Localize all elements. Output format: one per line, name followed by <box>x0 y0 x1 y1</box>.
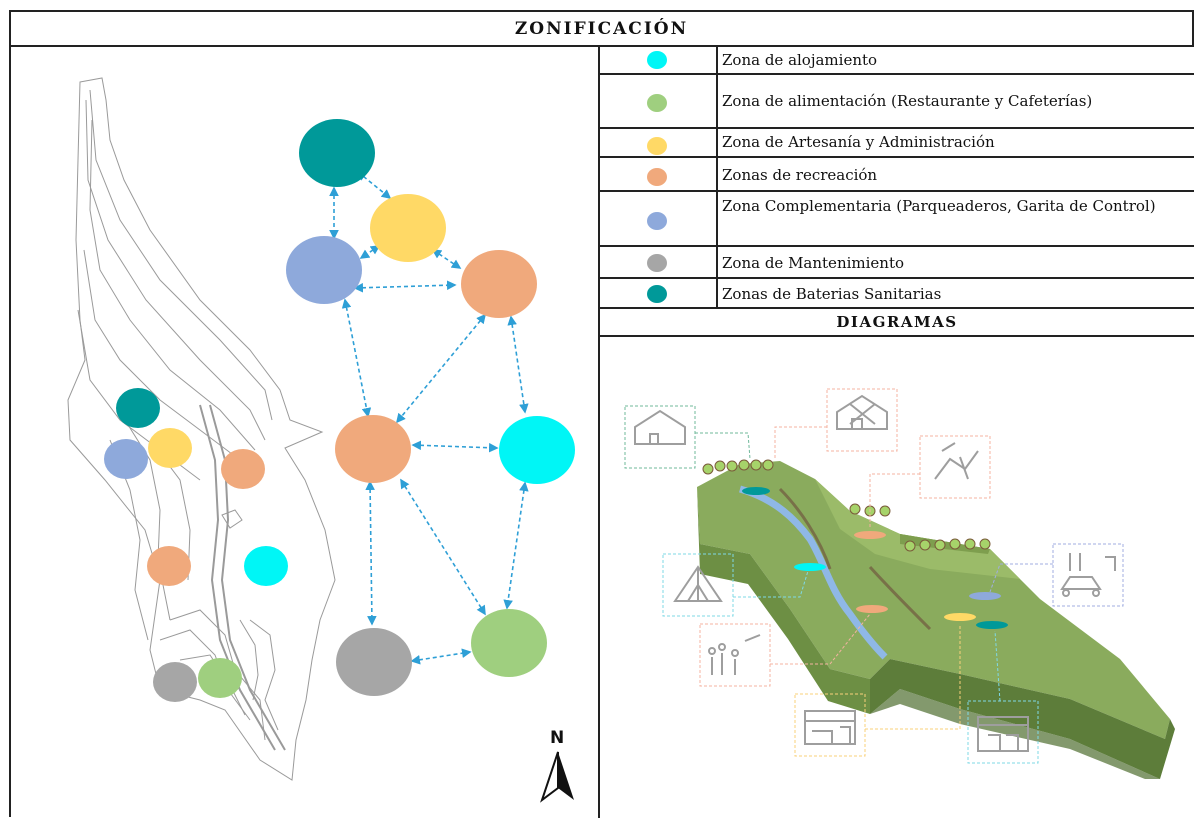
swatch-mantenimiento <box>647 254 667 272</box>
site-plan <box>67 77 336 781</box>
plan-zone-baterias <box>116 388 160 428</box>
link-recreacion-alojamiento <box>507 315 529 414</box>
link-complementaria-recreacion-center <box>341 298 372 418</box>
panel-divider <box>598 46 600 818</box>
icon-box-artesania <box>624 405 696 469</box>
bubble-artesania <box>370 194 446 262</box>
link-artesania-complementaria <box>359 245 381 259</box>
hiker-icon <box>934 442 979 480</box>
north-arrow: N <box>538 728 578 804</box>
trees <box>702 459 991 552</box>
legend-row-recreacion: Zonas de recreación <box>600 158 1194 192</box>
link-complementaria-recreacion <box>353 280 457 293</box>
north-arrow-icon <box>540 751 574 803</box>
bubble-alojamiento <box>499 416 575 484</box>
legend-label: Zona Complementaria (Parqueaderos, Garit… <box>722 197 1156 215</box>
family-icon <box>708 634 761 675</box>
legend-label: Zona de alimentación (Restaurante y Cafe… <box>722 92 1093 110</box>
legend-label: Zona de Mantenimiento <box>722 254 905 272</box>
north-label: N <box>550 728 565 748</box>
legend-label: Zona de alojamiento <box>722 51 878 69</box>
tent-icon <box>673 565 723 602</box>
plan-zone-artesania <box>148 428 192 468</box>
legend-label: Zonas de Baterias Sanitarias <box>722 285 942 303</box>
terrain-diagram <box>624 388 1175 779</box>
plan-zone-alojamiento <box>244 546 288 586</box>
plan-zone-mantenimiento <box>153 662 197 702</box>
swatch-recreacion <box>647 168 667 186</box>
plan-zone-complementaria <box>104 439 148 479</box>
river <box>739 485 888 660</box>
bubble-diagram <box>286 119 575 696</box>
legend-row-artesania: Zona de Artesanía y Administración <box>600 129 1194 158</box>
link-mantenimiento-alimentacion <box>410 648 472 665</box>
link-artesania-recreacion <box>431 249 462 269</box>
link-center-alojamiento <box>411 440 499 453</box>
restroom-icon <box>977 716 1029 752</box>
diagrams-title: DIAGRAMAS <box>600 309 1194 337</box>
terrain-zones <box>742 487 1008 629</box>
bubble-mantenimiento <box>336 628 412 696</box>
link-center-mantenimiento <box>365 480 377 626</box>
link-alojamiento-alimentacion <box>503 481 529 610</box>
icon-box-restaurante <box>794 693 866 757</box>
icon-box-familia <box>699 623 771 687</box>
swatch-complementaria <box>647 212 667 230</box>
terrain-block <box>697 461 1175 779</box>
icon-box-sanitarios <box>967 700 1039 764</box>
swatch-alimentacion <box>647 94 667 112</box>
bubble-complementaria <box>286 236 362 304</box>
icon-box-alojamiento <box>662 553 734 617</box>
plan-zone-recreacion-2 <box>147 546 191 586</box>
icon-box-administracion <box>826 388 898 452</box>
restaurant-icon <box>804 710 856 745</box>
swatch-alojamiento <box>647 51 667 69</box>
swatch-artesania <box>647 137 667 155</box>
legend-row-mantenimiento: Zona de Mantenimiento <box>600 247 1194 279</box>
legend-label: Zonas de recreación <box>722 166 878 184</box>
legend-row-complementaria: Zona Complementaria (Parqueaderos, Garit… <box>600 192 1194 247</box>
link-center-alimentacion <box>400 478 486 616</box>
swatch-baterias <box>647 285 667 303</box>
legend-row-alimentacion: Zona de alimentación (Restaurante y Cafe… <box>600 75 1194 129</box>
plan-zones <box>104 388 288 702</box>
house-tools-icon <box>836 394 888 430</box>
bubble-recreacion-top <box>461 250 537 318</box>
legend-row-alojamiento: Zona de alojamiento <box>600 46 1194 75</box>
link-recreacion-recreacion-center <box>395 313 487 424</box>
plan-zone-alimentacion <box>198 658 242 698</box>
icon-box-recreacion <box>919 435 991 499</box>
bubble-alimentacion <box>471 609 547 677</box>
icon-box-parqueadero <box>1052 543 1124 607</box>
legend-label: Zona de Artesanía y Administración <box>722 133 995 151</box>
bubble-recreacion-center <box>335 415 411 483</box>
page-title: ZONIFICACIÓN <box>9 10 1194 47</box>
bubble-baterias <box>299 119 375 187</box>
legend-row-baterias: Zonas de Baterias Sanitarias <box>600 279 1194 309</box>
site-boundary <box>67 77 336 781</box>
house-icon <box>634 409 686 445</box>
car-icon <box>1060 553 1116 597</box>
plan-zone-recreacion-1 <box>221 449 265 489</box>
